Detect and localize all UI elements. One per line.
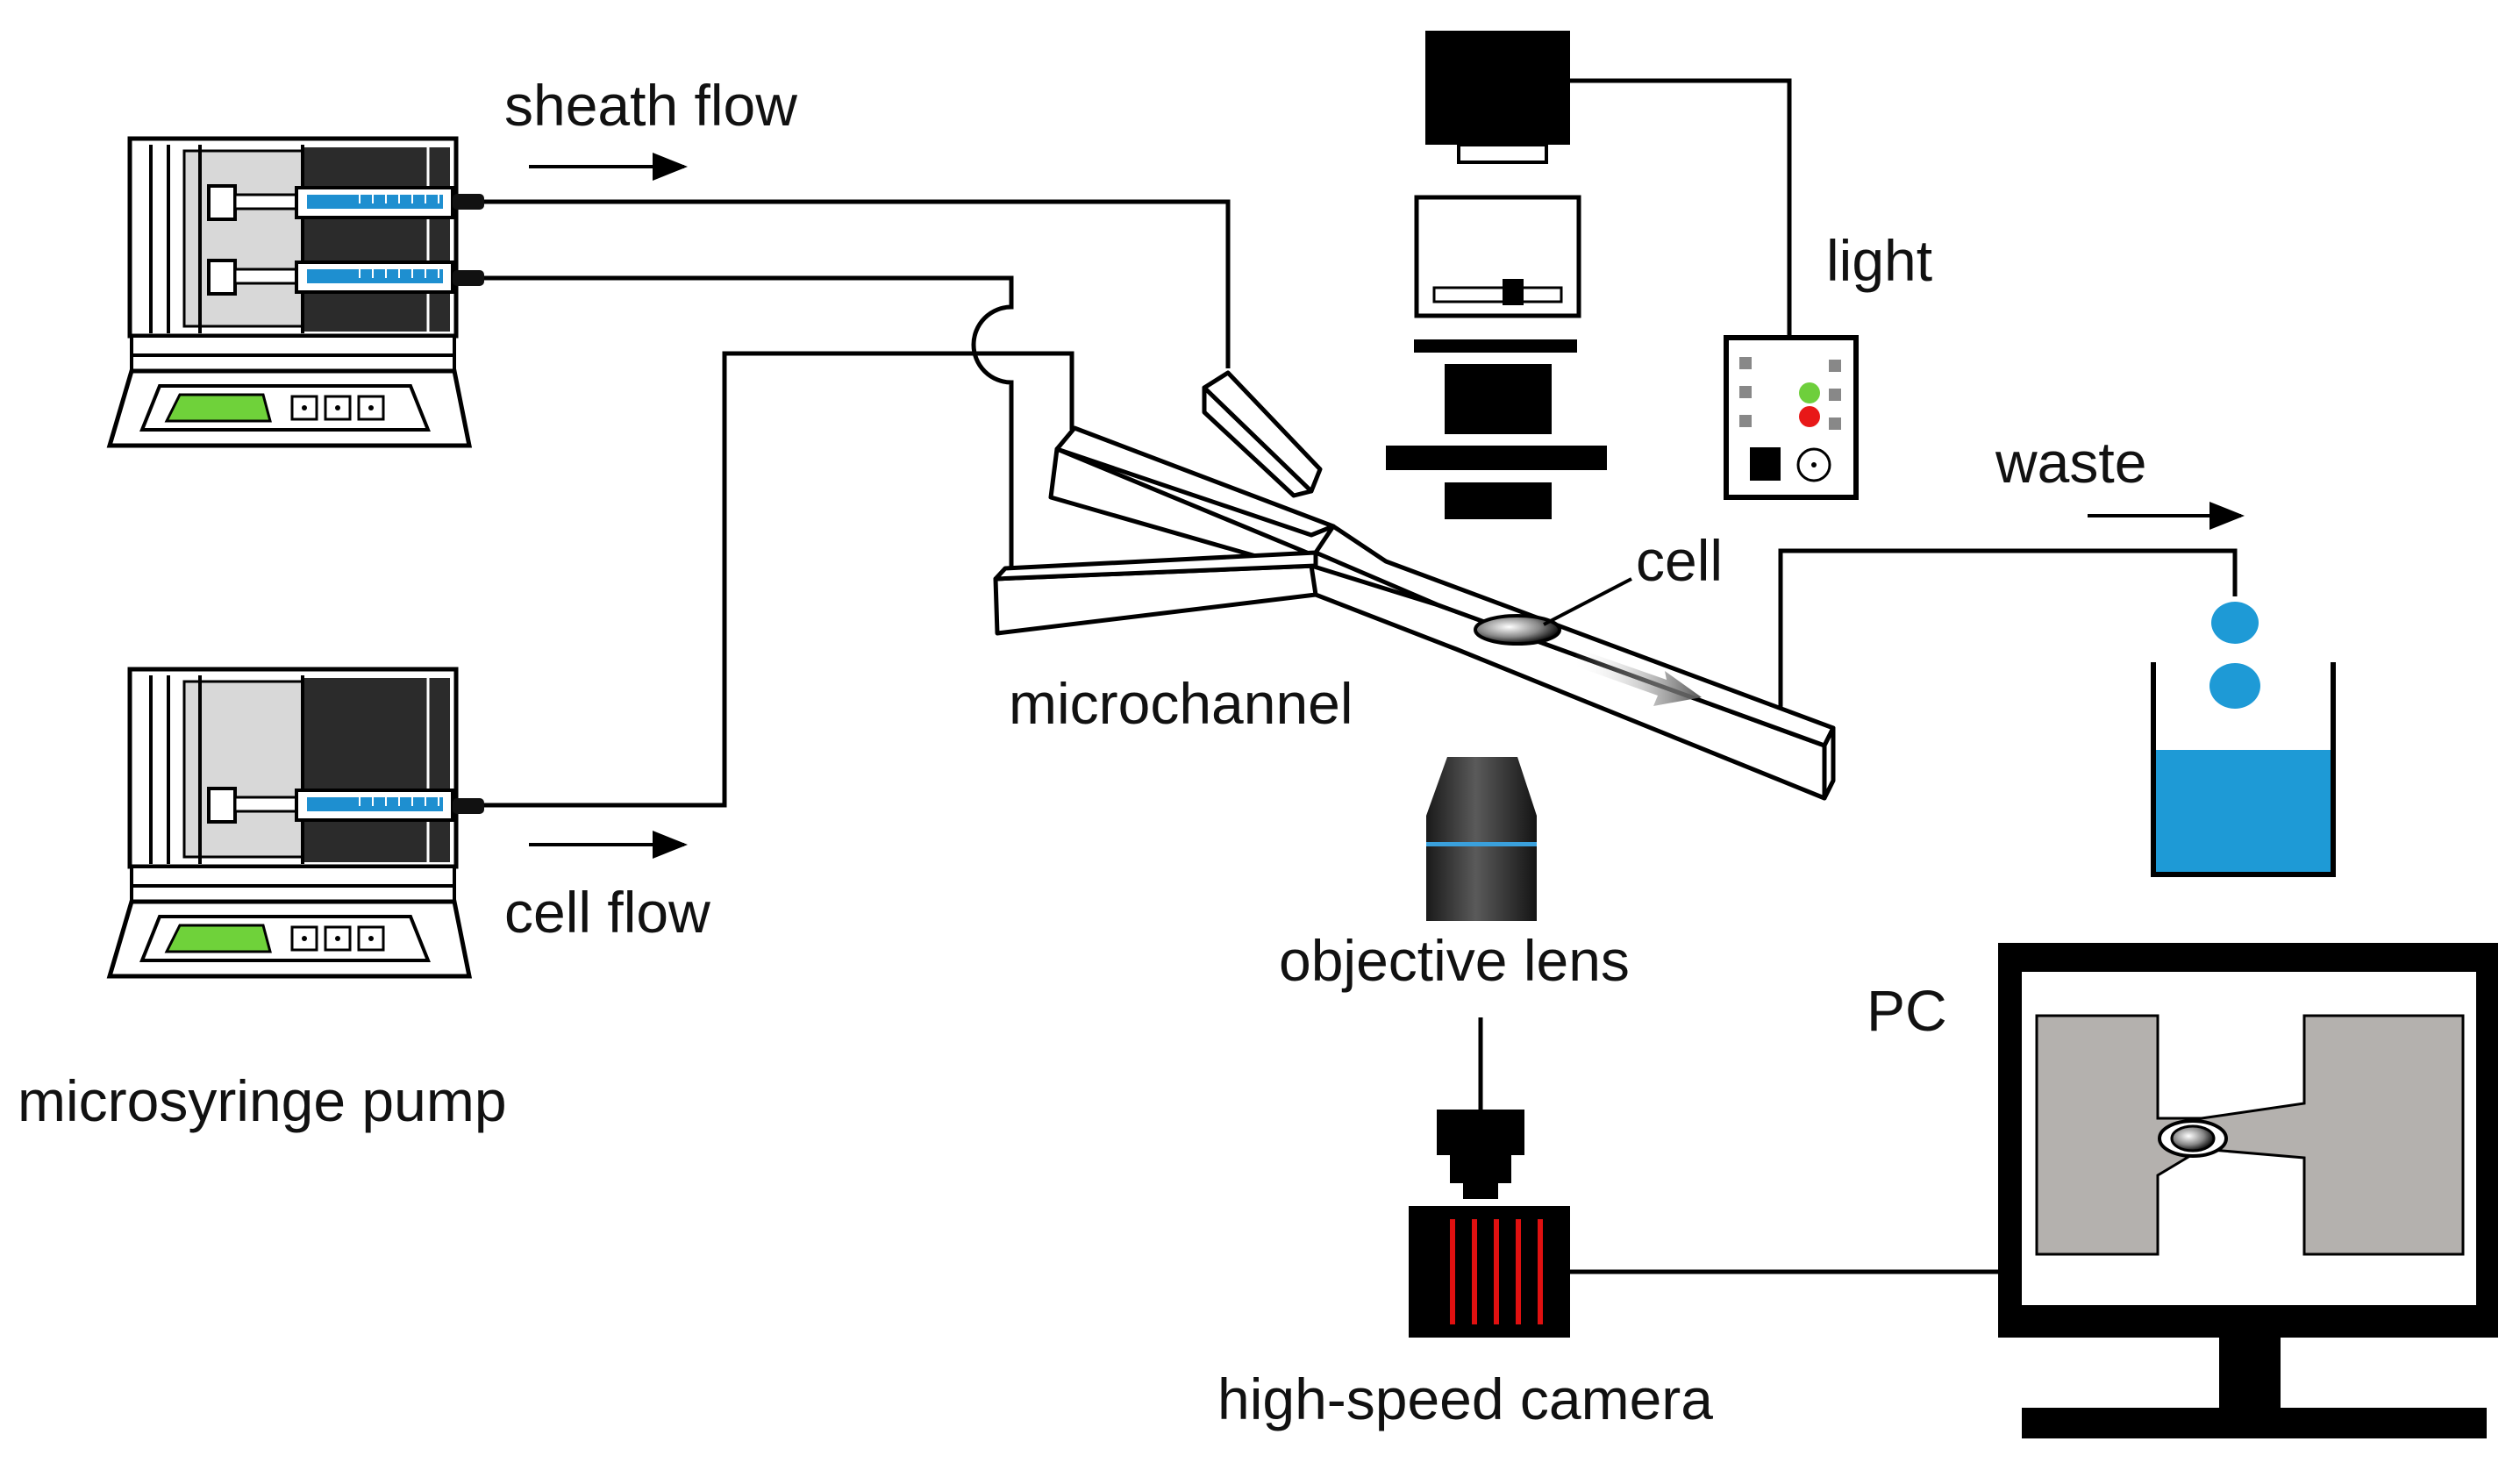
pump-display — [164, 393, 272, 423]
microsyringe-pump-label: microsyringe pump — [18, 1068, 507, 1133]
cell-flow-tube — [482, 351, 1074, 808]
light-label: light — [1826, 228, 1932, 293]
pump-top — [127, 136, 484, 339]
tubing — [482, 78, 2238, 1274]
cell-body — [1474, 614, 1561, 646]
droplet-top — [2211, 602, 2259, 644]
light-red-indicator — [1799, 406, 1820, 427]
channel-main — [1309, 563, 1827, 801]
light-source-icon — [1724, 335, 1859, 500]
droplet-bottom — [2209, 663, 2260, 709]
pc-monitor-icon — [1998, 943, 2498, 1438]
text-labels: sheath flow cell flow microsyringe pump … — [18, 73, 2146, 1431]
microscope-icon — [1386, 31, 1607, 519]
cell-flow-label: cell flow — [504, 880, 710, 945]
microchannel — [993, 370, 1836, 801]
waste-tube — [1778, 548, 2238, 741]
pc-label: PC — [1867, 978, 1947, 1043]
sheath-flow-label: sheath flow — [504, 73, 797, 138]
channel-flow-arrow — [1572, 649, 1702, 706]
sheath-tube-left — [482, 275, 1014, 574]
high-speed-camera-icon — [1409, 1110, 1570, 1338]
cell-pointer — [1543, 577, 1632, 626]
high-speed-camera-label: high-speed camera — [1217, 1367, 1713, 1431]
syringe-pump-icon — [106, 667, 484, 979]
waste-label: waste — [1995, 430, 2146, 495]
monitor-screen-image — [2035, 1014, 2465, 1256]
waste-beaker-icon — [2151, 602, 2336, 877]
objective-lens-label: objective lens — [1279, 928, 1630, 993]
microchannel-label: microchannel — [1009, 671, 1353, 736]
syringe-pump-icon — [106, 136, 484, 448]
pump-base — [106, 334, 473, 448]
light-green-indicator — [1799, 382, 1820, 403]
light-cable — [1570, 78, 1792, 338]
objective-lens-icon — [1426, 757, 1537, 921]
sheath-tube-right — [482, 199, 1231, 368]
cell-label: cell — [1636, 528, 1723, 593]
